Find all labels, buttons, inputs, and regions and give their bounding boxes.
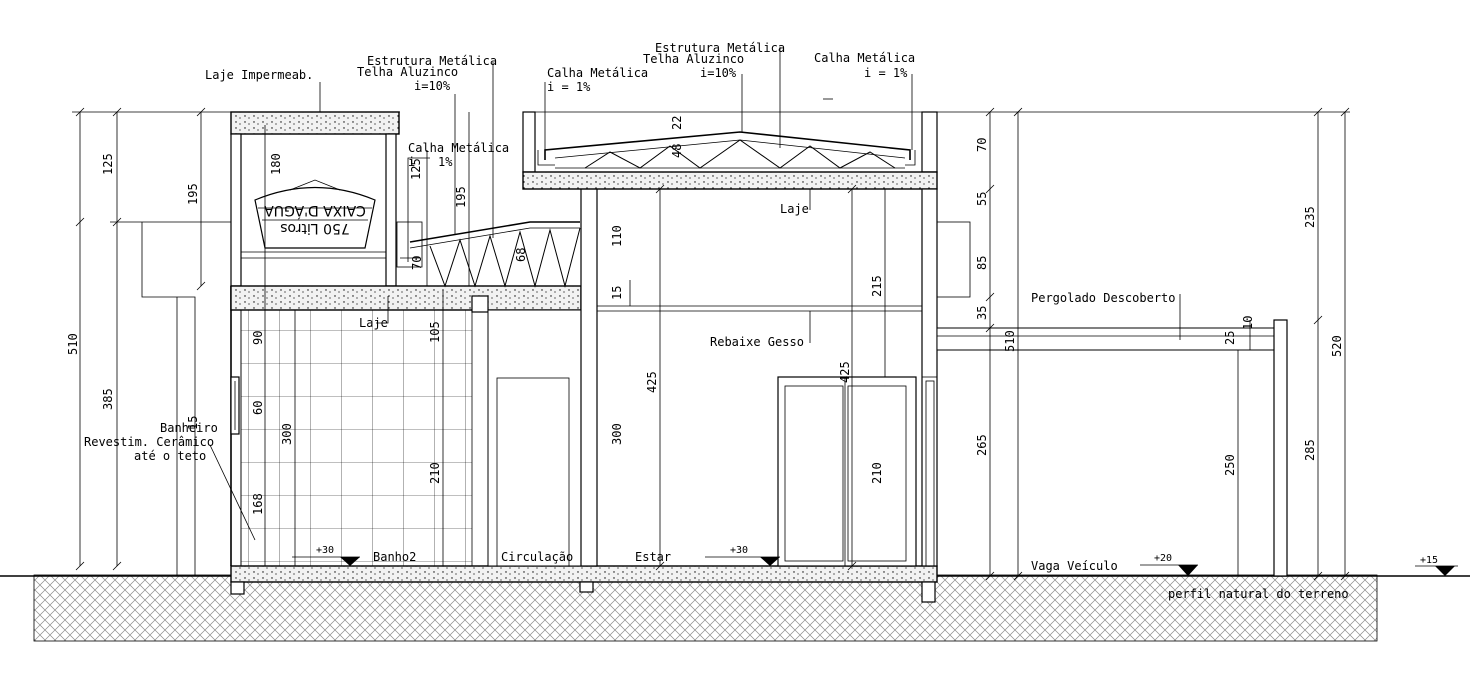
dimension-value: 125 xyxy=(101,153,115,175)
dimension-value: 195 xyxy=(454,186,468,208)
label-calha-3: Calha Metálica xyxy=(408,141,509,155)
dimension-value: 22 xyxy=(670,116,684,130)
annotation-labels: Laje Impermeab. Estrutura Metálica Telha… xyxy=(84,41,1349,601)
dimension-value: 385 xyxy=(101,388,115,410)
dimension-value: 55 xyxy=(975,192,989,206)
bathroom-tiles xyxy=(240,309,473,567)
label-calha-3-percent: 1% xyxy=(438,155,453,169)
water-tank xyxy=(254,179,376,249)
central-wall xyxy=(580,187,922,567)
label-rebaixe-gesso: Rebaixe Gesso xyxy=(710,335,804,349)
ground-slab xyxy=(230,565,938,603)
label-laje-impermeab: Laje Impermeab. xyxy=(205,68,313,82)
dimension-value: 425 xyxy=(838,361,852,383)
level-value: +15 xyxy=(1420,555,1438,566)
upper-roof xyxy=(522,111,938,190)
dimension-ticks xyxy=(75,107,1350,581)
label-inclinacao-2: i=10% xyxy=(700,66,737,80)
dimension-value: 48 xyxy=(670,144,684,158)
dimension-value: 105 xyxy=(428,321,442,343)
dimension-value: 510 xyxy=(1003,330,1017,352)
dimension-value: 85 xyxy=(975,256,989,270)
water-tank-room xyxy=(230,111,400,287)
level-values: +30 +30 +20 +15 xyxy=(316,545,1438,566)
label-revestim-ate-teto: até o teto xyxy=(134,449,206,463)
dimension-value: 265 xyxy=(975,434,989,456)
label-banheiro: Banheiro xyxy=(160,421,218,435)
level-value: +30 xyxy=(730,545,748,556)
label-calha-2-inclinacao: i = 1% xyxy=(864,66,908,80)
label-caixa-litros: 750 Litros xyxy=(280,220,350,236)
dimension-value: 68 xyxy=(514,248,528,262)
dimension-value: 110 xyxy=(610,225,624,247)
label-circulacao: Circulação xyxy=(501,550,573,564)
terrain xyxy=(0,574,1470,642)
dimension-value: 210 xyxy=(428,462,442,484)
level-value: +20 xyxy=(1154,553,1172,564)
dimension-value: 180 xyxy=(269,153,283,175)
dimension-values: 125 195 180 510 385 15 125 70 195 68 90 … xyxy=(66,116,1344,515)
label-calha-1: Calha Metálica xyxy=(547,66,648,80)
dimension-value: 195 xyxy=(186,183,200,205)
pergola xyxy=(936,319,1288,577)
glass-door xyxy=(777,376,917,567)
label-vaga-veiculo: Vaga Veículo xyxy=(1031,559,1118,573)
dimension-value: 90 xyxy=(251,331,265,345)
dimension-value: 300 xyxy=(610,423,624,445)
label-telha-aluzinco-2: Telha Aluzinco xyxy=(643,52,744,66)
label-calha-3-i: i xyxy=(408,155,415,169)
dimension-value: 215 xyxy=(870,275,884,297)
label-inclinacao-1: i=10% xyxy=(414,79,451,93)
leader-lines xyxy=(209,47,1181,541)
dimension-value: 425 xyxy=(645,371,659,393)
label-telha-aluzinco-1: Telha Aluzinco xyxy=(357,65,458,79)
dimension-value: 15 xyxy=(610,286,624,300)
dimension-value: 25 xyxy=(1223,331,1237,345)
dimension-value: 35 xyxy=(975,306,989,320)
dimension-value: 300 xyxy=(280,423,294,445)
dimension-value: 210 xyxy=(870,462,884,484)
label-calha-1-inclinacao: i = 1% xyxy=(547,80,591,94)
label-caixa-dagua: CAIXA D'ÁGUA xyxy=(264,202,366,219)
dimension-value: 15 xyxy=(186,416,200,430)
right-wall xyxy=(921,188,971,567)
dimension-value: 125 xyxy=(409,158,423,180)
label-banho2: Banho2 xyxy=(373,550,416,564)
label-estrutura-metalica-1: Estrutura Metálica xyxy=(367,54,497,68)
level-value: +30 xyxy=(316,545,334,556)
label-laje-2: Laje xyxy=(780,202,809,216)
dimension-value: 235 xyxy=(1303,206,1317,228)
label-estar: Estar xyxy=(635,550,671,564)
label-perfil-terreno: perfil natural do terreno xyxy=(1168,587,1349,601)
label-revestim: Revestim. Cerâmico xyxy=(84,435,214,449)
level-markers xyxy=(292,556,1458,576)
label-calha-2: Calha Metálica xyxy=(814,51,915,65)
label-estrutura-metalica-2: Estrutura Metálica xyxy=(655,41,785,55)
label-pergolado: Pergolado Descoberto xyxy=(1031,291,1176,305)
circulation-door xyxy=(487,309,582,567)
dimension-value: 60 xyxy=(251,401,265,415)
dimension-value: 510 xyxy=(66,333,80,355)
dimension-value: 10 xyxy=(1241,316,1255,330)
small-roof-truss xyxy=(396,221,581,288)
label-laje-1: Laje xyxy=(359,316,388,330)
dimension-value: 520 xyxy=(1330,335,1344,357)
left-parapet xyxy=(141,221,242,576)
dimension-value: 168 xyxy=(251,493,265,515)
dimension-lines xyxy=(72,111,1350,576)
dimension-value: 70 xyxy=(410,256,424,270)
dimension-value: 70 xyxy=(975,138,989,152)
dimension-value: 285 xyxy=(1303,439,1317,461)
intermediate-slab xyxy=(230,285,582,313)
dimension-value: 250 xyxy=(1223,454,1237,476)
